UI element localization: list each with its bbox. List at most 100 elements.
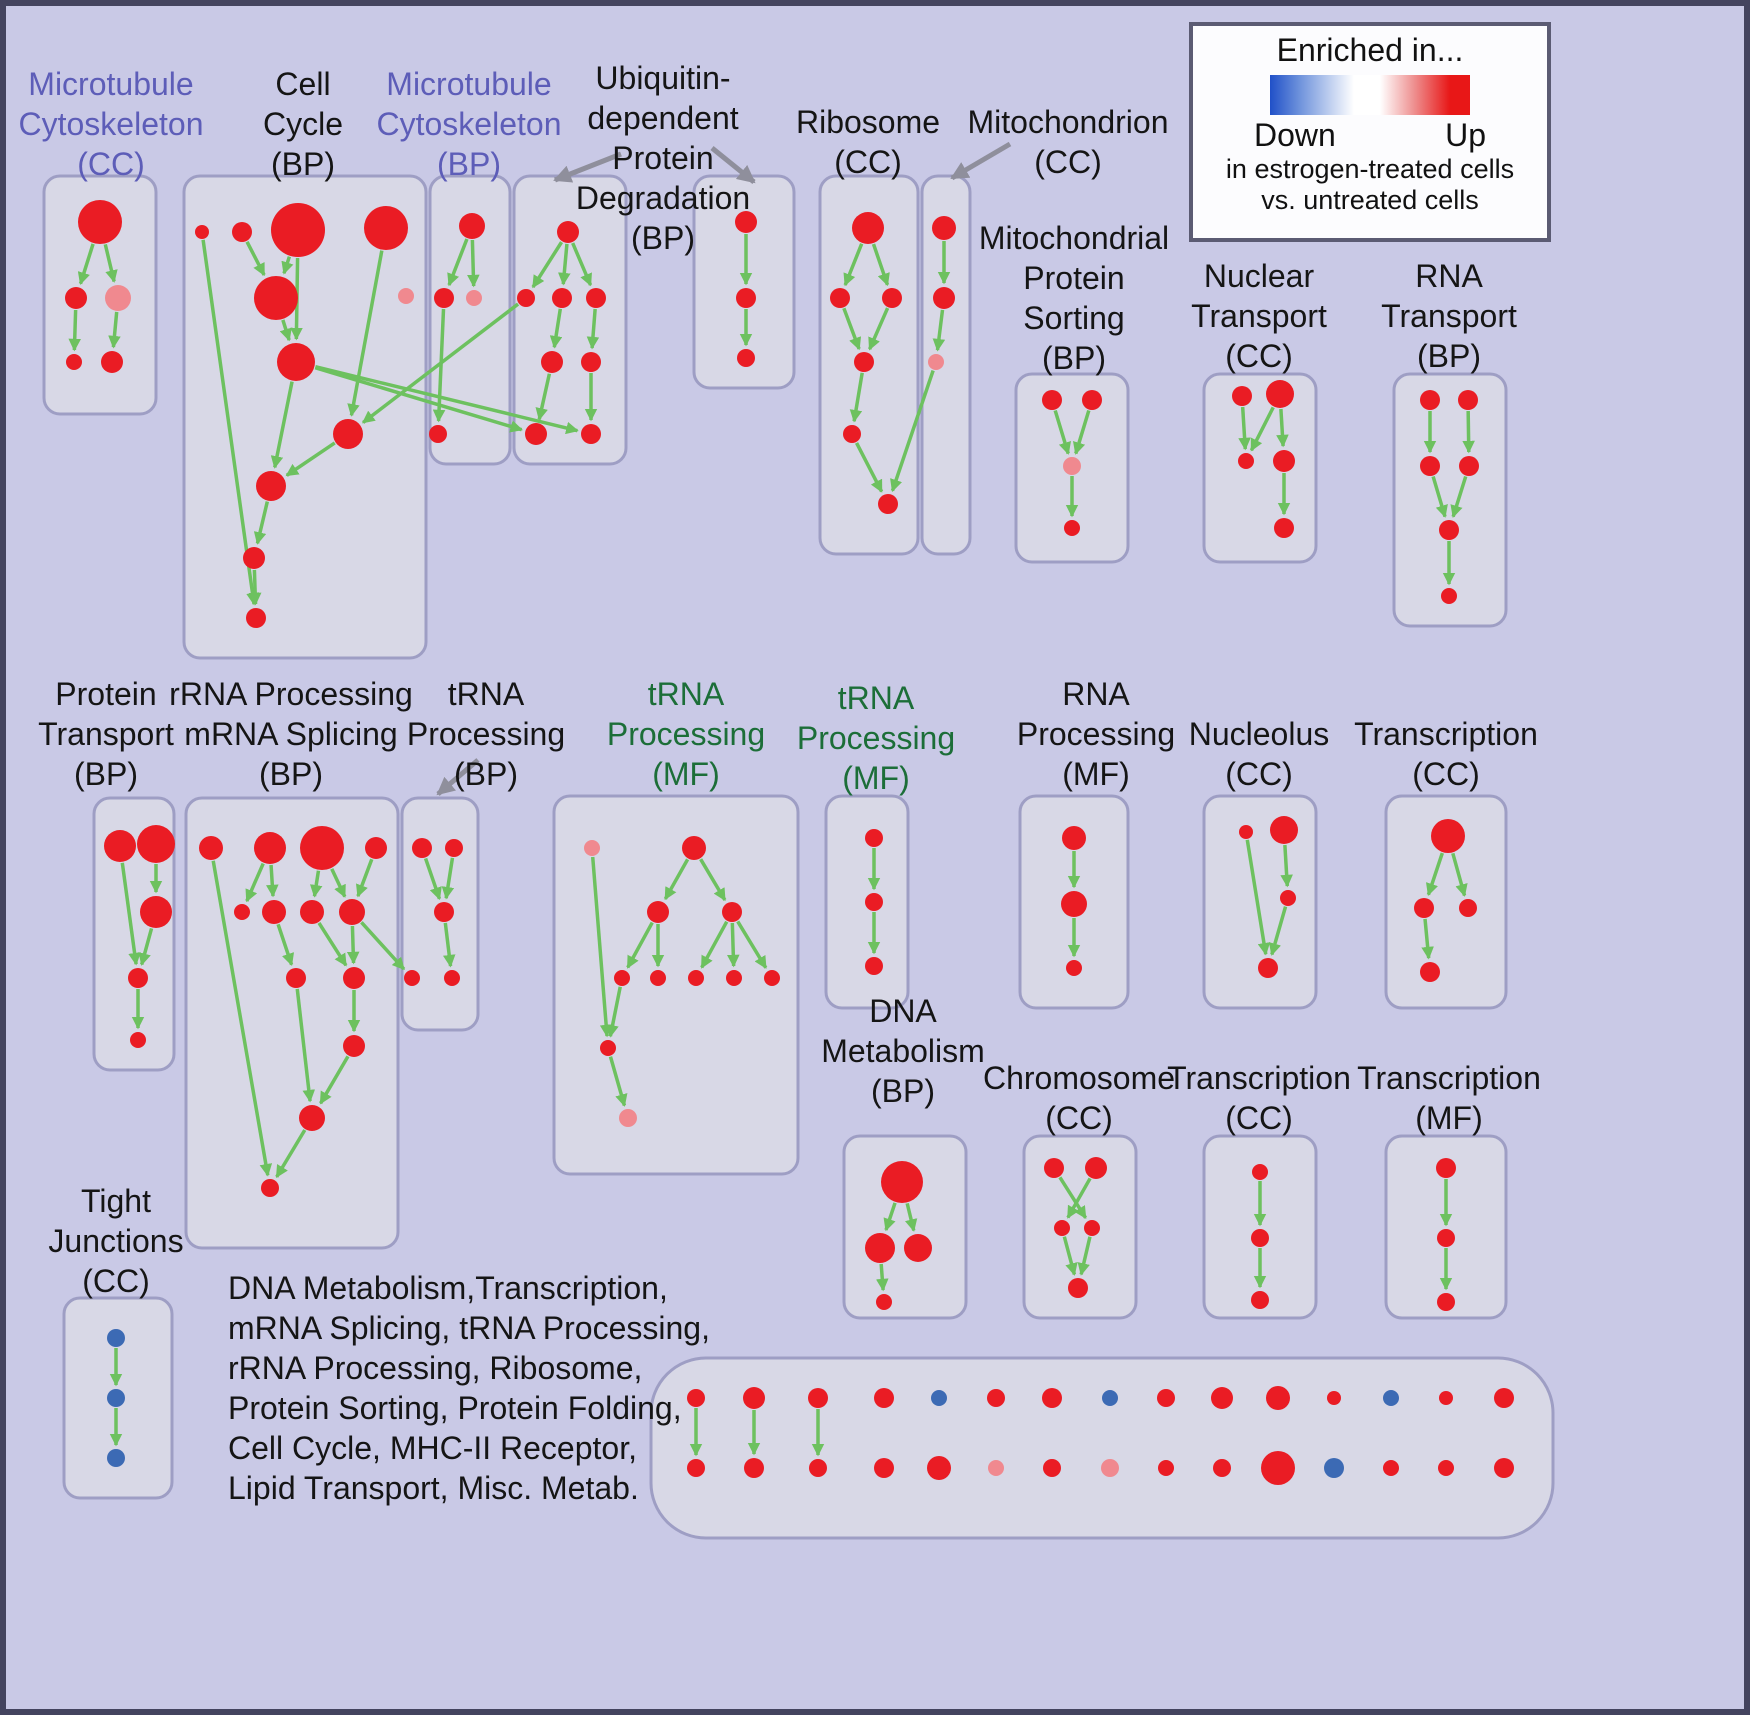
go-term-node bbox=[682, 836, 706, 860]
edge-arrow bbox=[1276, 408, 1289, 448]
go-term-node bbox=[932, 216, 956, 240]
cluster-box bbox=[92, 796, 176, 1072]
go-term-node bbox=[1439, 520, 1459, 540]
edge-arrow bbox=[590, 856, 613, 1038]
go-term-node bbox=[300, 826, 344, 870]
edge-arrow bbox=[1249, 406, 1275, 452]
go-term-node bbox=[232, 222, 252, 242]
go-term-node bbox=[1042, 1388, 1062, 1408]
go-term-node bbox=[104, 830, 136, 862]
go-term-node bbox=[1327, 1391, 1341, 1405]
go-term-node bbox=[647, 901, 669, 923]
edge-arrow bbox=[1421, 918, 1434, 960]
go-term-node bbox=[882, 288, 902, 308]
edge-arrow bbox=[549, 308, 563, 349]
go-term-node bbox=[1251, 1291, 1269, 1309]
go-term-node bbox=[1102, 1390, 1118, 1406]
go-term-node bbox=[404, 970, 420, 986]
go-term-node bbox=[234, 904, 250, 920]
edge-arrow bbox=[1066, 1177, 1092, 1219]
annotation-arrow bbox=[436, 758, 480, 796]
go-term-node bbox=[744, 1458, 764, 1478]
legend-context-line1: in estrogen-treated cells bbox=[1225, 154, 1515, 184]
go-term-node bbox=[614, 970, 630, 986]
go-term-node bbox=[764, 970, 780, 986]
go-term-node bbox=[107, 1389, 125, 1407]
go-term-node bbox=[434, 902, 454, 922]
go-term-node bbox=[1063, 457, 1081, 475]
go-network-diagram bbox=[42, 141, 1555, 1540]
cluster-box bbox=[184, 796, 400, 1250]
go-term-node bbox=[444, 970, 460, 986]
go-term-node bbox=[1280, 890, 1296, 906]
edge-arrow bbox=[1425, 852, 1444, 897]
go-term-node bbox=[865, 893, 883, 911]
edge-arrow bbox=[1053, 410, 1072, 455]
edge-arrow bbox=[1462, 410, 1475, 454]
go-term-node bbox=[364, 206, 408, 250]
go-term-node bbox=[726, 970, 742, 986]
go-term-node bbox=[876, 1294, 892, 1310]
edge-arrow bbox=[868, 307, 890, 351]
go-term-node bbox=[1238, 453, 1254, 469]
edge-arrow bbox=[315, 365, 579, 435]
go-term-node bbox=[1066, 960, 1082, 976]
go-term-node bbox=[256, 471, 286, 501]
go-term-node bbox=[300, 900, 324, 924]
go-term-node bbox=[743, 1387, 765, 1409]
edge-arrow bbox=[1268, 906, 1288, 956]
go-term-node bbox=[557, 221, 579, 243]
edge-arrow bbox=[1451, 852, 1468, 897]
edge-arrow bbox=[535, 373, 552, 421]
annotation-arrow bbox=[710, 146, 756, 184]
go-term-node bbox=[904, 1234, 932, 1262]
go-term-node bbox=[581, 424, 601, 444]
edge-arrow bbox=[1238, 406, 1251, 451]
go-term-node bbox=[261, 1179, 279, 1197]
go-term-node bbox=[65, 287, 87, 309]
edge-arrow bbox=[138, 927, 154, 966]
go-term-node bbox=[412, 838, 432, 858]
go-term-node bbox=[1431, 819, 1465, 853]
cluster-box bbox=[649, 1356, 1555, 1540]
edge-arrow bbox=[276, 923, 295, 967]
go-term-node bbox=[195, 225, 209, 239]
cluster-box bbox=[1392, 372, 1508, 628]
edge-arrow bbox=[883, 1202, 897, 1232]
go-term-node bbox=[1213, 1459, 1231, 1477]
cluster-box bbox=[920, 174, 972, 556]
go-term-node bbox=[1324, 1458, 1344, 1478]
go-term-node bbox=[874, 1458, 894, 1478]
go-term-node bbox=[78, 200, 122, 244]
edge-arrow bbox=[275, 1129, 307, 1179]
edge-arrow bbox=[285, 441, 336, 477]
legend-up-label: Up bbox=[1445, 117, 1486, 153]
go-term-node bbox=[581, 352, 601, 372]
edge-arrow bbox=[295, 988, 316, 1103]
edge-arrow bbox=[347, 250, 384, 417]
go-term-node bbox=[1274, 518, 1294, 538]
edge-arrow bbox=[608, 1056, 628, 1107]
edge-arrow bbox=[201, 239, 259, 606]
go-term-node bbox=[434, 288, 454, 308]
edge-arrow bbox=[1450, 475, 1468, 518]
cluster-box bbox=[428, 174, 512, 466]
go-term-node bbox=[809, 1459, 827, 1477]
go-term-node bbox=[1270, 816, 1298, 844]
cluster-box bbox=[552, 794, 800, 1176]
edge-arrow bbox=[626, 921, 654, 969]
edge-arrow bbox=[876, 1263, 889, 1292]
go-term-node bbox=[1420, 390, 1440, 410]
go-term-node bbox=[808, 1388, 828, 1408]
edge-arrow bbox=[1280, 844, 1293, 888]
go-term-node bbox=[735, 211, 757, 233]
go-term-node bbox=[1383, 1390, 1399, 1406]
go-term-node bbox=[1459, 456, 1479, 476]
go-term-node bbox=[286, 968, 306, 988]
legend-title: Enriched in... bbox=[1276, 32, 1464, 68]
edge-arrow bbox=[314, 366, 523, 433]
go-term-node bbox=[1266, 380, 1294, 408]
edge-arrow bbox=[281, 256, 294, 275]
go-term-node bbox=[254, 832, 286, 864]
edge-arrow bbox=[586, 308, 600, 350]
